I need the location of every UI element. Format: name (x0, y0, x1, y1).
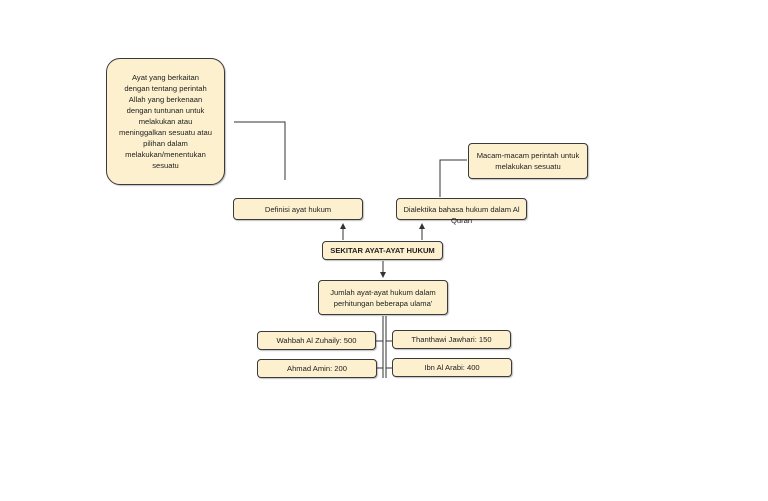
node-thanthawi[interactable]: Thanthawi Jawhari: 150 (392, 330, 511, 349)
node-ahmad[interactable]: Ahmad Amin: 200 (257, 359, 377, 378)
node-definisi-text: Definisi ayat hukum (264, 204, 332, 214)
node-ayat-note-text: Ayat yang berkaitan dengan tentang perin… (119, 73, 212, 170)
node-jumlah-text: Jumlah ayat-ayat hukum dalam perhitungan… (330, 287, 436, 308)
node-ayat-note[interactable]: Ayat yang berkaitan dengan tentang perin… (106, 58, 225, 185)
node-ibn[interactable]: Ibn Al Arabi: 400 (392, 358, 512, 377)
connector-note-to-definisi (234, 121, 286, 180)
node-wahbah[interactable]: Wahbah Al Zuhaily: 500 (257, 331, 376, 350)
node-ahmad-text: Ahmad Amin: 200 (287, 364, 347, 373)
node-macam[interactable]: Macam-macam perintah untuk melakukan ses… (468, 143, 588, 179)
node-wahbah-text: Wahbah Al Zuhaily: 500 (276, 336, 357, 345)
node-ibn-text: Ibn Al Arabi: 400 (424, 363, 480, 372)
node-sekitar-text: SEKITAR AYAT-AYAT HUKUM (330, 246, 435, 255)
node-dialektika-text: Dialektika bahasa hukum dalam Al Quran (403, 205, 520, 225)
node-macam-text: Macam-macam perintah untuk melakukan ses… (476, 151, 580, 171)
connector-macam-to-dialektika (439, 159, 467, 197)
node-thanthawi-text: Thanthawi Jawhari: 150 (411, 335, 492, 344)
node-jumlah[interactable]: Jumlah ayat-ayat hukum dalam perhitungan… (318, 280, 448, 315)
node-sekitar[interactable]: SEKITAR AYAT-AYAT HUKUM (322, 241, 443, 260)
node-definisi[interactable]: Definisi ayat hukum (233, 198, 363, 220)
node-dialektika[interactable]: Dialektika bahasa hukum dalam Al Quran (396, 198, 527, 225)
